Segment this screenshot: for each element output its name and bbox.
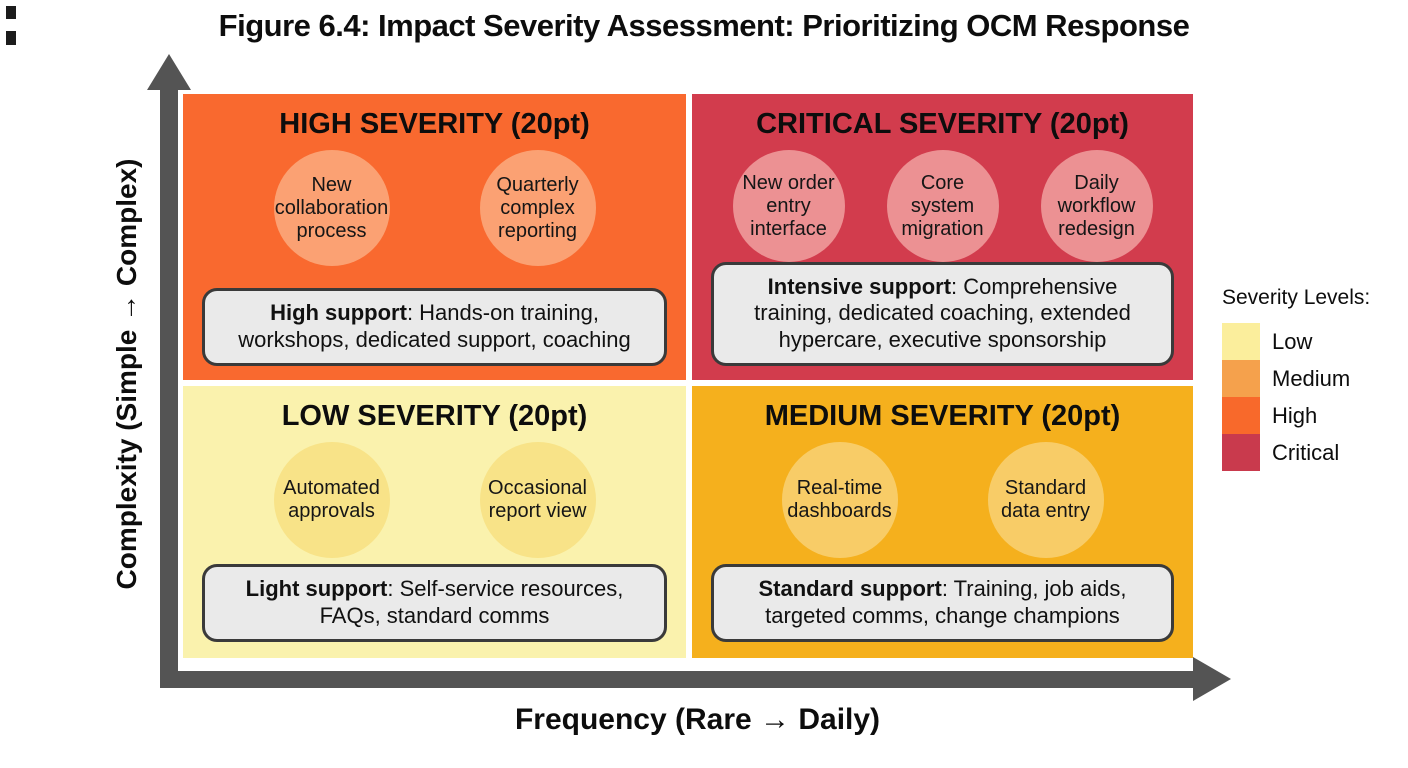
legend-item-high: High xyxy=(1222,397,1370,434)
x-axis-label: Frequency (Rare → Daily) xyxy=(514,703,881,736)
support-note-label: Light support xyxy=(245,576,388,602)
figure-title: Figure 6.4: Impact Severity Assessment: … xyxy=(218,8,1190,43)
support-note-text: : Comprehensive training, dedicated coac… xyxy=(754,273,1131,353)
legend-swatch-high xyxy=(1222,397,1260,434)
item-bubble: Automated approvals xyxy=(273,442,390,559)
legend-swatch-low xyxy=(1222,323,1260,360)
legend-item-critical: Critical xyxy=(1222,434,1370,471)
edge-artifact xyxy=(6,31,16,45)
legend: Severity Levels: Low Medium High Critica… xyxy=(1222,286,1370,471)
legend-label-medium: Medium xyxy=(1272,365,1351,391)
quadrant-high-title: HIGH SEVERITY (20pt) xyxy=(279,108,590,140)
legend-item-low: Low xyxy=(1222,323,1370,360)
x-axis-arrow-icon xyxy=(1193,657,1231,701)
quadrant-low-items: Automated approvals Occasional report vi… xyxy=(183,442,686,559)
quadrant-high: HIGH SEVERITY (20pt) New collaboration p… xyxy=(183,94,686,380)
legend-label-low: Low xyxy=(1272,328,1313,354)
quadrant-medium: MEDIUM SEVERITY (20pt) Real-time dashboa… xyxy=(692,386,1193,658)
item-bubble: Daily workflow redesign xyxy=(1040,150,1153,263)
legend-title: Severity Levels: xyxy=(1222,286,1371,309)
item-bubble: Core system migration xyxy=(886,150,999,263)
support-note-text: : Training, job aids, targeted comms, ch… xyxy=(765,576,1127,629)
support-note-label: Standard support xyxy=(758,576,942,602)
legend-label-high: High xyxy=(1272,402,1318,428)
support-note: Intensive support: Comprehensive trainin… xyxy=(711,261,1174,366)
quadrant-low: LOW SEVERITY (20pt) Automated approvals … xyxy=(183,386,686,658)
item-bubble: Quarterly complex reporting xyxy=(479,150,596,267)
y-axis-label: Complexity (Simple → Complex) xyxy=(111,158,142,590)
support-note: High support: Hands-on training, worksho… xyxy=(202,288,667,366)
edge-artifact xyxy=(6,6,16,19)
quadrant-critical-title: CRITICAL SEVERITY (20pt) xyxy=(756,108,1129,140)
item-bubble: Real-time dashboards xyxy=(781,442,898,559)
legend-swatch-critical xyxy=(1222,434,1260,471)
support-note-label: Intensive support xyxy=(767,273,952,299)
support-note-label: High support xyxy=(270,300,407,326)
quadrant-high-items: New collaboration process Quarterly comp… xyxy=(183,150,686,267)
legend-swatch-medium xyxy=(1222,360,1260,397)
item-bubble: Standard data entry xyxy=(987,442,1104,559)
support-note-text: : Self-service resources, FAQs, standard… xyxy=(319,576,624,629)
support-note: Standard support: Training, job aids, ta… xyxy=(711,564,1174,642)
x-axis-line xyxy=(160,671,1195,688)
support-note-text: : Hands-on training, workshops, dedicate… xyxy=(238,300,631,353)
legend-label-critical: Critical xyxy=(1272,439,1340,465)
item-bubble: New collaboration process xyxy=(273,150,390,267)
support-note: Light support: Self-service resources, F… xyxy=(202,564,667,642)
quadrant-critical: CRITICAL SEVERITY (20pt) New order entry… xyxy=(692,94,1193,380)
y-axis-line xyxy=(160,84,178,688)
y-axis-arrow-icon xyxy=(147,54,191,90)
item-bubble: New order entry interface xyxy=(732,150,845,263)
quadrant-medium-title: MEDIUM SEVERITY (20pt) xyxy=(764,400,1121,432)
item-bubble: Occasional report view xyxy=(479,442,596,559)
quadrant-low-title: LOW SEVERITY (20pt) xyxy=(281,400,588,432)
legend-item-medium: Medium xyxy=(1222,360,1370,397)
quadrant-critical-items: New order entry interface Core system mi… xyxy=(692,150,1193,263)
quadrant-medium-items: Real-time dashboards Standard data entry xyxy=(692,442,1193,559)
